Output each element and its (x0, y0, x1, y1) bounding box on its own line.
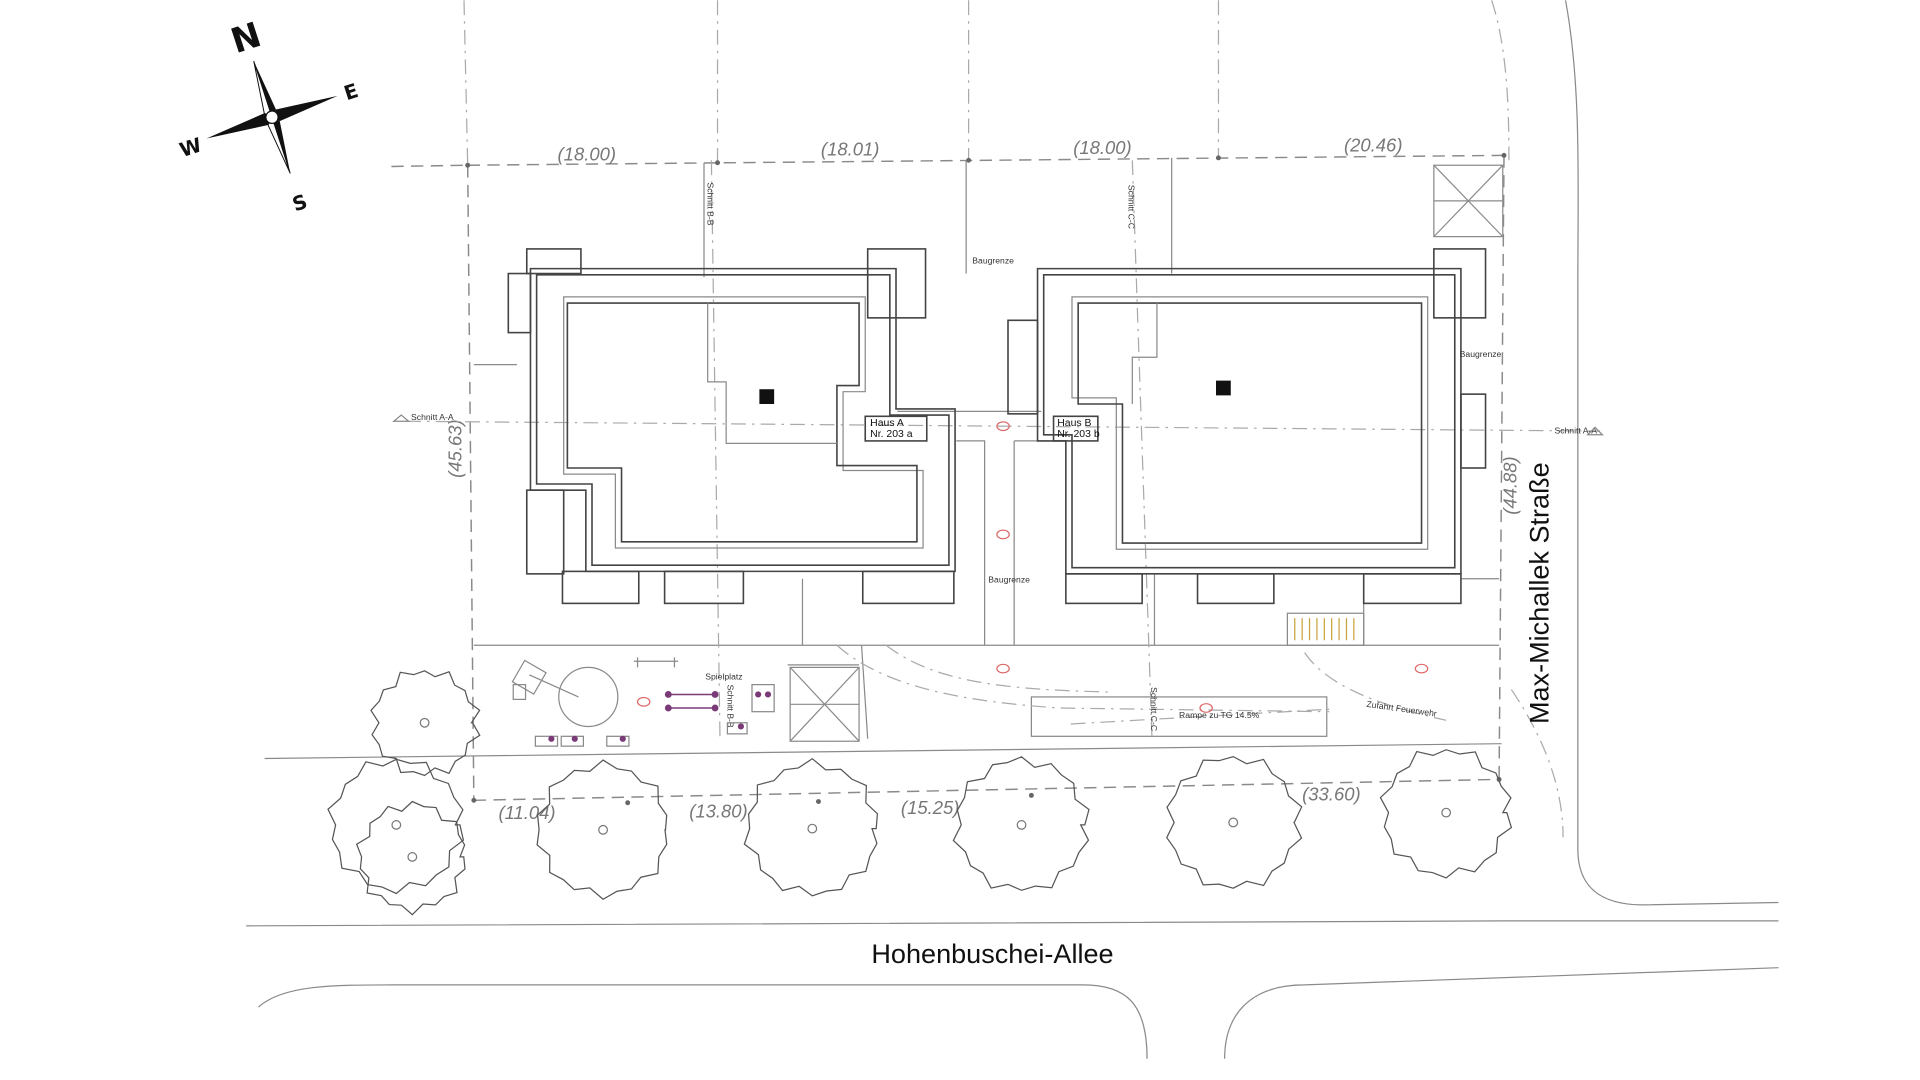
dimension-bottom-1: (11.04) (498, 802, 555, 823)
property-boundary (391, 0, 1507, 806)
dimension-top-2: (18.01) (821, 138, 879, 159)
baugrenze-label-middle: Baugrenze (988, 574, 1030, 584)
tree-canopy (536, 759, 668, 901)
tree-trunk (598, 824, 608, 835)
dimension-bottom-2: (13.80) (689, 801, 747, 822)
street-lines (246, 0, 1779, 1059)
street-name-hohenbuschei-allee: Hohenbuschei-Allee (871, 938, 1113, 969)
tree-trunk (391, 820, 402, 830)
house-b-label-line2: Nr. 203 b (1057, 429, 1100, 440)
dimension-bottom-4: (33.60) (1302, 783, 1360, 804)
section-a-label-left: Schnitt A-A (411, 412, 454, 422)
dimension-left: (45.63) (445, 419, 466, 477)
baugrenze-label-top: Baugrenze (972, 256, 1014, 266)
section-c-label-bottom: Schnitt C-C (1149, 687, 1159, 731)
compass-south-label: S (290, 190, 311, 216)
tree-canopy (355, 800, 466, 916)
tree-canopy (327, 758, 465, 895)
tree-canopy (1166, 755, 1303, 889)
tree-trunk (1441, 807, 1452, 818)
section-b-label-bottom: Schnitt B-B (725, 685, 735, 728)
compass-north-label: N (226, 15, 266, 62)
compass-rose: N E S W (177, 15, 361, 216)
house-a-building (507, 248, 956, 605)
house-b-building (1007, 248, 1487, 605)
dimension-top-4: (20.46) (1344, 135, 1402, 156)
section-b-label-top: Schnitt B-B (706, 182, 716, 225)
site-markers (636, 421, 1429, 713)
house-a-label-line2: Nr. 203 a (870, 429, 913, 440)
tree-canopy (952, 756, 1090, 891)
tree-canopy (743, 757, 879, 897)
dimension-bottom-3: (15.25) (901, 797, 959, 818)
ramp-label: Rampe zu TG 14.5% (1179, 710, 1260, 720)
tree-trunk (419, 717, 430, 728)
playground-label: Spielplatz (705, 672, 742, 682)
street-trees (327, 670, 1513, 916)
section-a-label-right: Schnitt A-A (1554, 426, 1597, 436)
section-c-label-top: Schnitt C-C (1127, 185, 1137, 229)
tree-canopy (1379, 749, 1513, 879)
dimension-top-1: (18.00) (558, 143, 616, 164)
house-b-label-line1: Haus B (1057, 418, 1091, 429)
tree-canopy (370, 670, 481, 777)
tree-trunk (807, 823, 818, 834)
compass-east-label: E (341, 79, 361, 105)
baugrenze-label-right: Baugrenze (1460, 349, 1502, 359)
dimension-right: (44.88) (1499, 456, 1520, 514)
dimension-top-3: (18.00) (1073, 137, 1131, 158)
street-name-max-michallek: Max-Michallek Straße (1523, 462, 1554, 724)
tree-trunk (1228, 817, 1239, 828)
fire-access-label: Zufahrt Feuerwehr (1366, 699, 1438, 719)
tree-trunk (407, 852, 418, 862)
tree-trunk (1016, 820, 1027, 830)
compass-west-label: W (177, 133, 205, 162)
house-a-label-line1: Haus A (870, 418, 904, 429)
playground-equipment (511, 657, 775, 747)
